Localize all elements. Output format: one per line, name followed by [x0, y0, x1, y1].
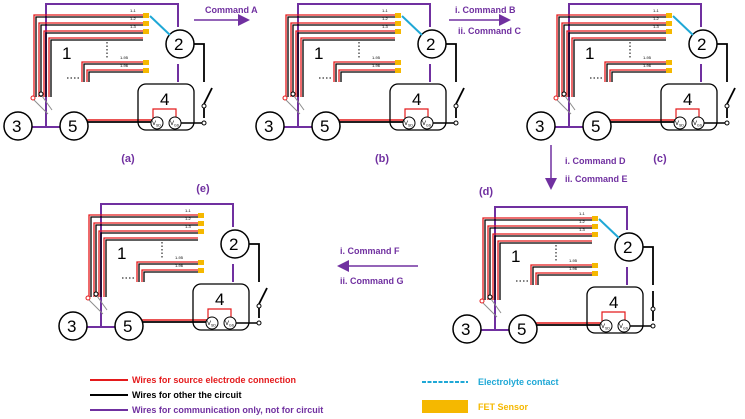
label-ch95: 1-95: [569, 258, 578, 263]
label-ch95: 1-95: [643, 55, 652, 60]
label-node1: 1: [511, 247, 520, 266]
vgs-meter-label: VGS: [693, 121, 703, 128]
label-ch96: 1-96: [120, 63, 129, 68]
legend-red: Wires for source electrode connection: [132, 375, 296, 385]
command-f: i. Command F: [340, 246, 400, 256]
electrolyte-contact: [598, 218, 620, 239]
vsd-meter-label: VSD: [152, 121, 161, 128]
label-node3: 3: [264, 117, 273, 136]
label-node5: 5: [320, 117, 329, 136]
legend-black: Wires for other the circuit: [132, 390, 241, 400]
label-node4: 4: [412, 90, 421, 109]
vgs-meter-label: VGS: [619, 324, 629, 331]
label-node1: 1: [585, 44, 594, 63]
label-node2: 2: [623, 238, 632, 257]
switch-open: [258, 287, 268, 305]
label-node2: 2: [229, 235, 238, 254]
label-ch3: 1-3: [579, 227, 586, 232]
label-ch96: 1-96: [372, 63, 381, 68]
label-node3: 3: [461, 320, 470, 339]
label-ch1: 1-1: [579, 211, 586, 216]
panel-label-e: (e): [196, 183, 210, 195]
label-ch3: 1-3: [130, 24, 137, 29]
panel-label-b: (b): [375, 153, 389, 165]
electrolyte-contact: [401, 15, 423, 36]
label-node1: 1: [117, 244, 126, 263]
legend-purple: Wires for communication only, not for ci…: [132, 405, 323, 415]
label-ch95: 1-95: [120, 55, 129, 60]
arrow-c-to-d: i. Command D ii. Command E: [545, 145, 628, 190]
label-node5: 5: [123, 317, 132, 336]
label-ch2: 1-2: [653, 16, 660, 21]
label-node4: 4: [683, 90, 692, 109]
label-node1: 1: [314, 44, 323, 63]
electrolyte-contact: [672, 15, 694, 36]
vsd-meter-label: VSD: [675, 121, 684, 128]
command-c: ii. Command C: [458, 26, 522, 36]
vgs-meter-label: VGS: [225, 321, 235, 328]
panel-label-a: (a): [121, 153, 135, 165]
label-ch95: 1-95: [175, 255, 184, 260]
label-ch96: 1-96: [569, 266, 578, 271]
label-ch3: 1-3: [185, 224, 192, 229]
vsd-meter-label: VSD: [404, 121, 413, 128]
command-b: i. Command B: [455, 5, 516, 15]
legend-sensor-swatch: [422, 400, 468, 413]
label-ch95: 1-95: [372, 55, 381, 60]
label-ch1: 1-1: [130, 8, 137, 13]
label-node3: 3: [12, 117, 21, 136]
panel-label-c: (c): [653, 153, 667, 165]
switch-open: [203, 87, 213, 105]
legend-electrolyte: Electrolyte contact: [478, 377, 559, 387]
legend: Wires for source electrode connection Wi…: [90, 375, 559, 415]
command-d: i. Command D: [565, 156, 626, 166]
vsd-meter-label: VSD: [601, 324, 610, 331]
switch-open: [726, 87, 736, 105]
label-node1: 1: [62, 44, 71, 63]
label-ch1: 1-1: [382, 8, 389, 13]
arrow-d-to-e: i. Command F ii. Command G: [337, 246, 418, 286]
label-node3: 3: [535, 117, 544, 136]
label-ch1: 1-1: [185, 208, 192, 213]
switch-open: [455, 87, 465, 105]
label-ch2: 1-2: [130, 16, 137, 21]
label-ch2: 1-2: [382, 16, 389, 21]
label-ch96: 1-96: [643, 63, 652, 68]
label-ch3: 1-3: [382, 24, 389, 29]
label-ch2: 1-2: [185, 216, 192, 221]
command-e: ii. Command E: [565, 174, 628, 184]
arrow-b-to-c: i. Command B ii. Command C: [449, 5, 522, 36]
label-node5: 5: [68, 117, 77, 136]
label-node4: 4: [215, 290, 224, 309]
label-node5: 5: [517, 320, 526, 339]
label-node2: 2: [697, 35, 706, 54]
legend-sensor: FET Sensor: [478, 402, 529, 412]
arrow-a-to-b: Command A: [194, 5, 258, 26]
label-node3: 3: [67, 317, 76, 336]
label-ch3: 1-3: [653, 24, 660, 29]
vsd-meter-label: VSD: [207, 321, 216, 328]
vgs-meter-label: VGS: [422, 121, 432, 128]
label-node4: 4: [160, 90, 169, 109]
label-node5: 5: [591, 117, 600, 136]
label-ch2: 1-2: [579, 219, 586, 224]
electrolyte-contact: [149, 15, 171, 36]
label-node2: 2: [174, 35, 183, 54]
label-node4: 4: [609, 293, 618, 312]
label-ch1: 1-1: [653, 8, 660, 13]
vgs-meter-label: VGS: [170, 121, 180, 128]
command-g: ii. Command G: [340, 276, 404, 286]
label-ch96: 1-96: [175, 263, 184, 268]
label-node2: 2: [426, 35, 435, 54]
panel-label-d: (d): [479, 186, 493, 198]
command-a: Command A: [205, 5, 258, 15]
